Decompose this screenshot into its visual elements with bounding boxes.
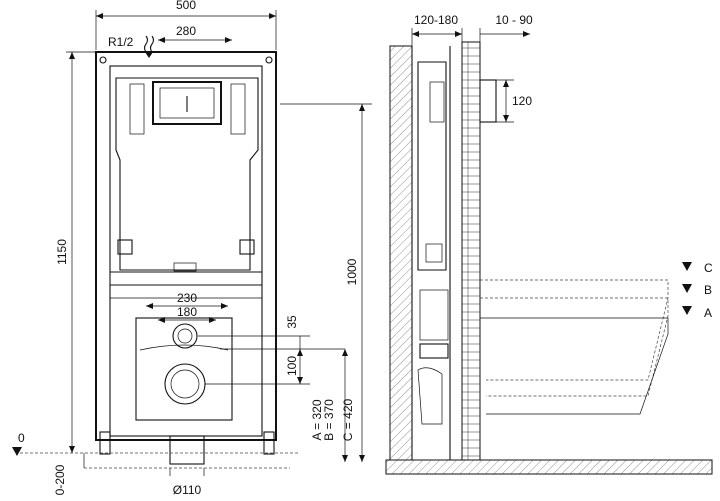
spacing-label: 280 — [176, 24, 196, 38]
bracket-left — [117, 239, 133, 255]
brick-facing — [461, 41, 481, 461]
flush-pipe-label: 120 — [512, 94, 532, 108]
connection-label: R1/2 — [108, 35, 134, 49]
outlet-inner-label: 180 — [177, 305, 197, 319]
offset-label: 10 - 90 — [495, 13, 533, 27]
width-label: 500 — [176, 0, 196, 12]
dim-35-label: 35 — [285, 315, 299, 329]
level-marker-a-icon — [682, 306, 692, 315]
height-label: 1150 — [55, 239, 69, 265]
level-c-label: C — [704, 261, 713, 275]
level-b-label: B — [704, 283, 712, 297]
frame-inner — [109, 65, 263, 437]
wall-section — [389, 45, 413, 461]
outlet-height-c: C = 420 — [341, 398, 355, 441]
flush-panel — [152, 81, 222, 125]
floor-level-label: 0 — [18, 431, 25, 445]
mount-hole-right — [265, 56, 273, 64]
wc-outline-c — [480, 279, 669, 381]
pipe-diameter-label: Ø110 — [173, 483, 202, 497]
flush-pipe — [479, 79, 497, 123]
side-height-label: 1000 — [345, 258, 359, 285]
drain-pipe — [169, 435, 205, 465]
water-inlet-icon — [143, 35, 155, 53]
inlet-pipe — [172, 323, 198, 349]
side-view: 120-180 10 - 90 120 C B A — [385, 13, 713, 475]
outlet-height-b: B = 370 — [322, 399, 336, 441]
floor-marker-icon — [12, 447, 22, 456]
side-cistern — [417, 61, 447, 271]
mount-hole-left — [99, 56, 107, 64]
dim-100-label: 100 — [285, 356, 299, 376]
level-marker-b-icon — [682, 284, 692, 293]
outlet-height-a: A = 320 — [310, 399, 324, 440]
level-a-label: A — [704, 306, 712, 320]
outlet-width-label: 230 — [177, 291, 197, 305]
frame-outline — [95, 51, 277, 441]
wc-outline-a — [480, 317, 669, 415]
wc-outline-b — [480, 297, 669, 397]
bracket-right — [239, 239, 255, 255]
floor-slab — [385, 459, 713, 475]
wall-depth-label: 120-180 — [414, 13, 458, 27]
leg-adjust-label: 0-200 — [53, 464, 67, 495]
cistern-body — [115, 77, 259, 271]
outlet-plate — [135, 317, 233, 421]
front-view: 500 280 R1/2 1150 0-200 0 Ø110 230 180 3… — [12, 0, 372, 497]
level-marker-c-icon — [682, 262, 692, 271]
